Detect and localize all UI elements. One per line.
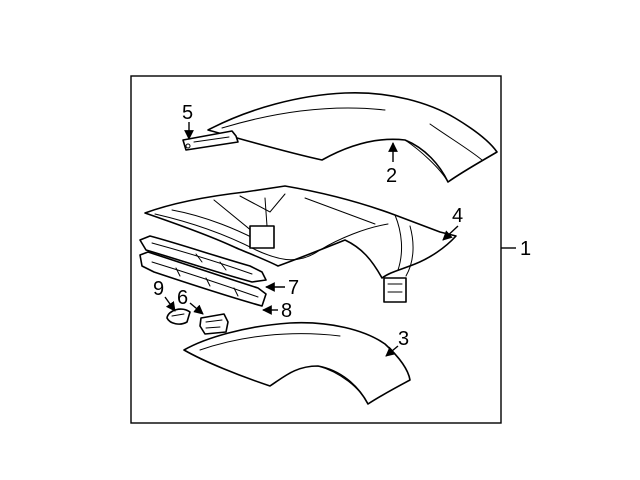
callout-4: 4	[452, 205, 463, 227]
leader-6	[189, 302, 204, 315]
callout-5: 5	[182, 102, 193, 124]
part-front-trim-strip	[182, 130, 239, 151]
part-front-bow-moulding	[139, 235, 267, 283]
callout-8: 8	[281, 300, 292, 322]
part-headliner	[183, 321, 411, 405]
leader-4	[442, 225, 459, 241]
diagram-frame	[130, 75, 502, 424]
callout-9: 9	[153, 278, 164, 300]
callout-6: 6	[177, 287, 188, 309]
leader-3	[385, 345, 399, 357]
part-latch-handle	[199, 313, 229, 335]
callout-7: 7	[288, 277, 299, 299]
leader-9	[164, 296, 176, 312]
leader-lines	[164, 122, 516, 357]
part-latch-cap	[166, 308, 191, 325]
part-front-header-weatherstrip	[139, 251, 267, 307]
part-outer-top-cover	[207, 91, 498, 183]
callout-3: 3	[398, 328, 409, 350]
part-top-frame	[144, 185, 457, 303]
callout-1: 1	[520, 238, 531, 260]
callout-2: 2	[386, 165, 397, 187]
